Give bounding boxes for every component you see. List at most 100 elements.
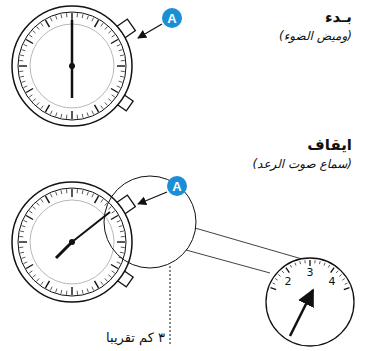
- tick: [41, 199, 43, 202]
- magnifier-line: [186, 250, 270, 273]
- tick: [33, 275, 36, 278]
- tick: [111, 40, 118, 44]
- tick: [41, 23, 43, 26]
- tick: [120, 252, 124, 254]
- tick: [278, 274, 280, 276]
- tick: [95, 105, 99, 112]
- tick: [112, 211, 115, 213]
- tick: [77, 13, 78, 17]
- tick: [33, 207, 36, 210]
- tick: [20, 76, 24, 78]
- callout-letter: A: [167, 12, 176, 25]
- tick: [66, 291, 67, 295]
- tick: [345, 283, 348, 284]
- tick: [60, 190, 62, 194]
- tick: [117, 44, 121, 46]
- tick: [108, 31, 111, 34]
- bezel: [12, 6, 132, 126]
- tick: [71, 111, 72, 119]
- tick: [50, 111, 52, 115]
- tick: [117, 220, 121, 222]
- step-note: (وميض الضوء): [279, 29, 352, 43]
- tick: [108, 275, 111, 278]
- tick: [66, 189, 67, 193]
- hub: [69, 63, 75, 69]
- tick: [117, 86, 121, 88]
- tick: [119, 226, 123, 227]
- tick: [286, 268, 289, 273]
- tick: [66, 115, 67, 119]
- callout-letter: A: [172, 180, 181, 193]
- watch-top: [12, 6, 135, 126]
- tick: [41, 282, 43, 285]
- tick: [95, 20, 99, 27]
- tick: [37, 203, 40, 206]
- tick: [24, 86, 28, 88]
- tick: [20, 230, 24, 232]
- watch-bottom: [12, 182, 135, 302]
- tick: [92, 194, 94, 198]
- tick: [37, 27, 40, 30]
- tick: [71, 189, 72, 197]
- tick: [56, 192, 57, 196]
- tick: [121, 247, 125, 248]
- tick: [22, 257, 26, 258]
- tick: [108, 207, 111, 210]
- tick: [314, 260, 315, 263]
- tick: [29, 271, 32, 273]
- tick: [71, 287, 72, 295]
- tick: [117, 262, 121, 264]
- tick: [121, 60, 125, 61]
- leader-arrow: [138, 24, 162, 38]
- tick: [273, 283, 276, 284]
- scale-number: 2: [285, 275, 292, 288]
- inset-circle: [266, 258, 354, 346]
- tick: [119, 257, 123, 258]
- bezel: [12, 182, 132, 302]
- step-title: ايقاف: [307, 136, 352, 154]
- leader-arrow: [138, 192, 167, 204]
- tick: [22, 50, 26, 51]
- tick: [26, 40, 33, 44]
- tick: [112, 95, 115, 97]
- tick: [24, 262, 28, 264]
- inner-ring: [30, 200, 114, 284]
- tick: [77, 291, 78, 295]
- tick: [92, 111, 94, 115]
- tick: [26, 89, 33, 93]
- tick: [344, 288, 350, 290]
- tick: [111, 216, 118, 220]
- dial-ring: [18, 12, 126, 120]
- tick: [66, 13, 67, 17]
- tick: [22, 81, 26, 82]
- tick: [342, 279, 344, 281]
- dial-ring: [18, 188, 126, 296]
- tick: [82, 114, 84, 118]
- tick: [60, 14, 62, 18]
- step-title: بـدء: [325, 8, 352, 26]
- tick: [46, 20, 50, 27]
- dial-ticks: [19, 13, 125, 119]
- callout-circle: A: [162, 8, 182, 28]
- tick: [60, 114, 62, 118]
- hand: [56, 242, 72, 258]
- inset-hand: [290, 290, 313, 336]
- tick: [101, 106, 103, 109]
- tick: [46, 281, 50, 288]
- tick: [19, 241, 27, 242]
- distance-note: ٣ كم تقريبا: [106, 330, 165, 345]
- tick: [282, 271, 284, 273]
- tick: [120, 54, 124, 56]
- tick: [290, 265, 291, 268]
- tick: [119, 50, 123, 51]
- tick: [19, 236, 23, 237]
- tick: [299, 261, 301, 264]
- tick: [41, 106, 43, 109]
- tick: [19, 60, 23, 61]
- tick: [26, 216, 33, 220]
- tick: [19, 65, 27, 66]
- tick: [101, 282, 103, 285]
- tick: [101, 23, 103, 26]
